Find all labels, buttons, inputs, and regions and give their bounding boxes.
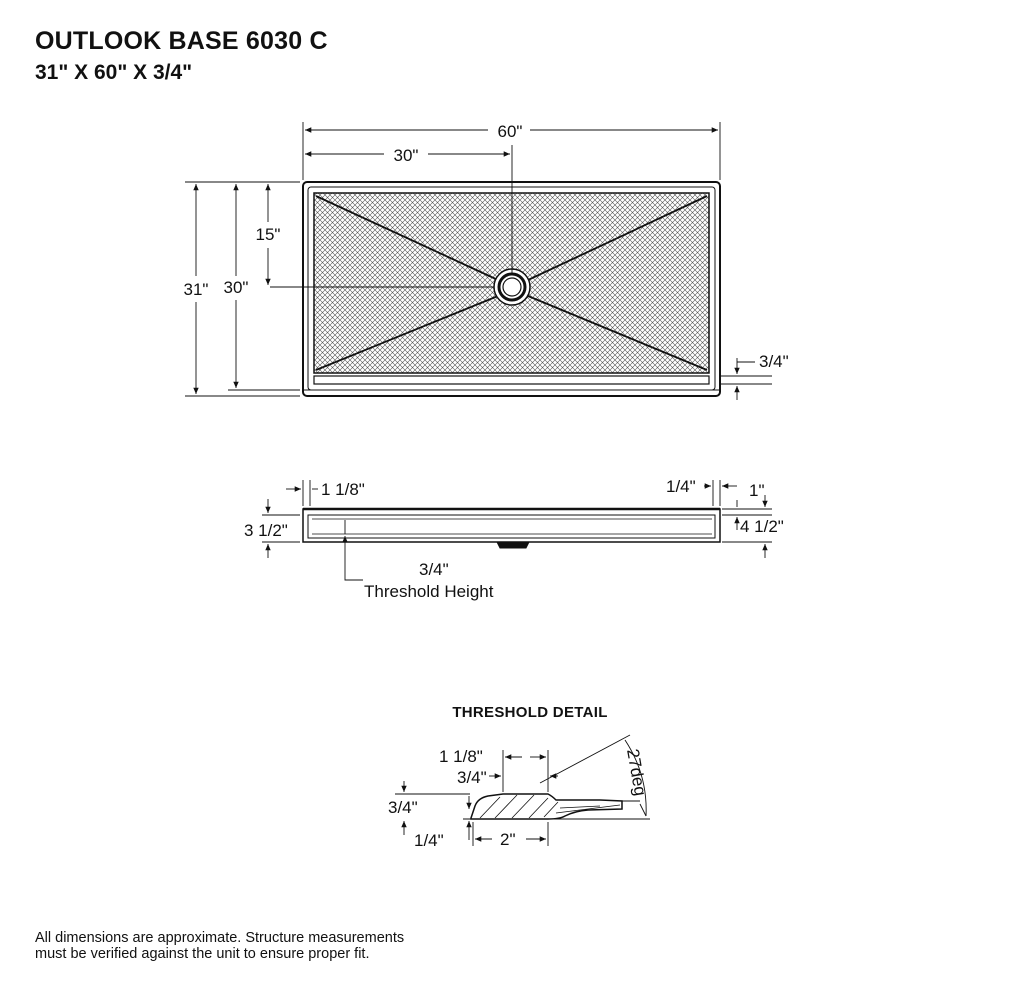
dim-inner-depth: 30" (224, 278, 249, 297)
dim-right-step: 1" (749, 481, 765, 500)
drain-outlet (496, 541, 530, 549)
threshold-detail-labels: 1 1/8" 3/4" 3/4" 1/4" 2" 27deg (388, 747, 650, 850)
plan-view (185, 122, 772, 400)
dim-left-height: 3 1/2" (244, 521, 288, 540)
page-subtitle: 31" X 60" X 3/4" (35, 61, 193, 84)
detail-dim-height: 3/4" (388, 798, 418, 817)
disclaimer-line-2: must be verified against the unit to ens… (35, 946, 370, 962)
detail-dim-inset: 3/4" (457, 768, 487, 787)
disclaimer-line-1: All dimensions are approximate. Structur… (35, 930, 405, 946)
detail-dim-angle: 27deg (623, 747, 650, 797)
dim-left-wall: 1 1/8" (321, 480, 365, 499)
threshold-profile (470, 793, 623, 820)
slope-line (315, 295, 499, 371)
dim-half-width: 30" (394, 146, 419, 165)
dim-overall-depth: 31" (184, 280, 209, 299)
page-title: OUTLOOK BASE 6030 C (35, 27, 328, 55)
disclaimer-note: All dimensions are approximate. Structur… (35, 930, 404, 962)
side-view (262, 480, 772, 581)
threshold-detail (395, 734, 650, 846)
dim-right-height: 4 1/2" (740, 517, 784, 536)
detail-dim-base: 1/4" (414, 831, 444, 850)
detail-dim-width: 2" (500, 830, 516, 849)
dim-right-wall: 1/4" (666, 477, 696, 496)
detail-dim-top-width: 1 1/8" (439, 747, 483, 766)
dim-overall-width: 60" (498, 122, 523, 141)
slope-line (527, 195, 708, 281)
side-profile (302, 508, 721, 543)
threshold-value: 3/4" (419, 560, 449, 579)
dim-drain-depth: 15" (256, 225, 281, 244)
plan-view-labels: 60" 30" 15" 30" 31" 3/4" (184, 122, 789, 371)
side-view-labels: 1 1/8" 3 1/2" 1/4" 1" 4 1/2" 3/4" Thresh… (244, 477, 784, 601)
slope-line (315, 195, 499, 281)
dim-threshold: 3/4" (759, 352, 789, 371)
slope-line (527, 295, 708, 371)
threshold-strip (313, 375, 710, 385)
threshold-label: Threshold Height (364, 582, 494, 601)
threshold-detail-title: THRESHOLD DETAIL (452, 704, 607, 721)
base-outer-edge (302, 181, 721, 397)
